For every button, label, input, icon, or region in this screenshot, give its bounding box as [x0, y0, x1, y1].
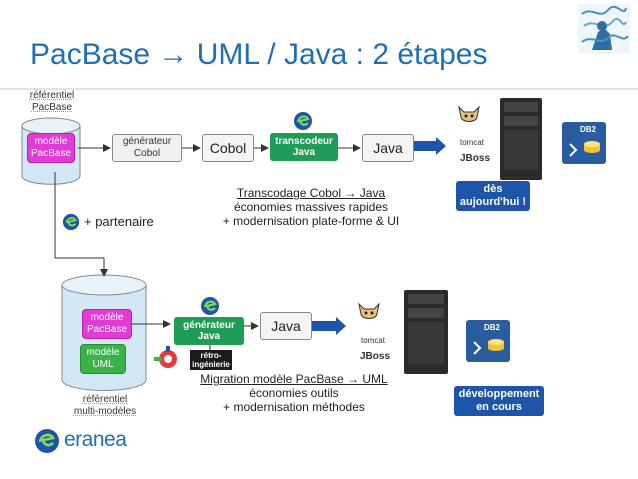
java-generator-box[interactable]: générateur Java [174, 317, 244, 345]
top-db2-label: DB2 [580, 125, 597, 134]
cobol-box[interactable]: Cobol [202, 134, 254, 162]
eclipse-icon [293, 111, 313, 131]
top-jboss-label: JBoss [460, 153, 491, 164]
bottom-java-box[interactable]: Java [260, 312, 312, 340]
eranea-logo-text: eranea [64, 428, 127, 451]
plugin-icon [152, 346, 180, 372]
bottom-model-uml[interactable]: modèle UML [80, 344, 126, 374]
tomcat-icon [456, 103, 482, 127]
top-model-pacbase[interactable]: modèle PacBase [27, 133, 75, 163]
corner-image [578, 4, 630, 54]
reverse-engineering-box[interactable]: rétro- ingénierie [190, 350, 232, 370]
db2-icon [562, 122, 606, 164]
bottom-server-icon [404, 290, 448, 374]
top-status-badge: dès aujourd'hui ! [456, 181, 530, 211]
bottom-tomcat-icon [356, 300, 382, 324]
slide-title: PacBase → UML / Java : 2 étapes [30, 38, 488, 71]
top-caption-line2: + modernisation plate-forme & UI [222, 214, 400, 228]
bottom-jboss-label: JBoss [360, 351, 391, 362]
partner-eclipse-icon [62, 213, 80, 231]
bottom-caption-line2: + modernisation méthodes [223, 400, 365, 414]
server-icon [500, 98, 542, 180]
title-divider [0, 88, 638, 90]
java-transcoder-box[interactable]: transcodeur Java [270, 133, 338, 161]
top-caption: Transcodage Cobol → Java économies massi… [196, 186, 426, 228]
bottom-tomcat-label: tomcat [361, 336, 386, 345]
top-caption-title: Transcodage Cobol → Java [236, 186, 386, 200]
bottom-caption-line1: économies outils [249, 386, 339, 400]
bottom-model-pacbase[interactable]: modèle PacBase [82, 309, 132, 339]
bottom-db2-label: DB2 [484, 323, 501, 332]
bottom-db2-icon [466, 320, 510, 362]
eranea-logo-icon [34, 428, 60, 454]
bottom-caption-title: Migration modèle PacBase → UML [200, 372, 388, 386]
top-caption-line1: économies massives rapides [233, 200, 389, 214]
top-tomcat-label: tomcat [460, 138, 485, 147]
partner-label: + partenaire [84, 214, 154, 229]
top-repository-label: référentiel PacBase [29, 90, 75, 113]
top-java-box[interactable]: Java [362, 134, 414, 162]
bottom-status-badge: développement en cours [454, 386, 544, 416]
bottom-repository-label: référentiel multi-modèles [73, 394, 137, 417]
cobol-generator-box[interactable]: générateur Cobol [112, 134, 182, 162]
bottom-eclipse-icon [200, 296, 220, 316]
bottom-caption: Migration modèle PacBase → UML économies… [184, 372, 404, 414]
